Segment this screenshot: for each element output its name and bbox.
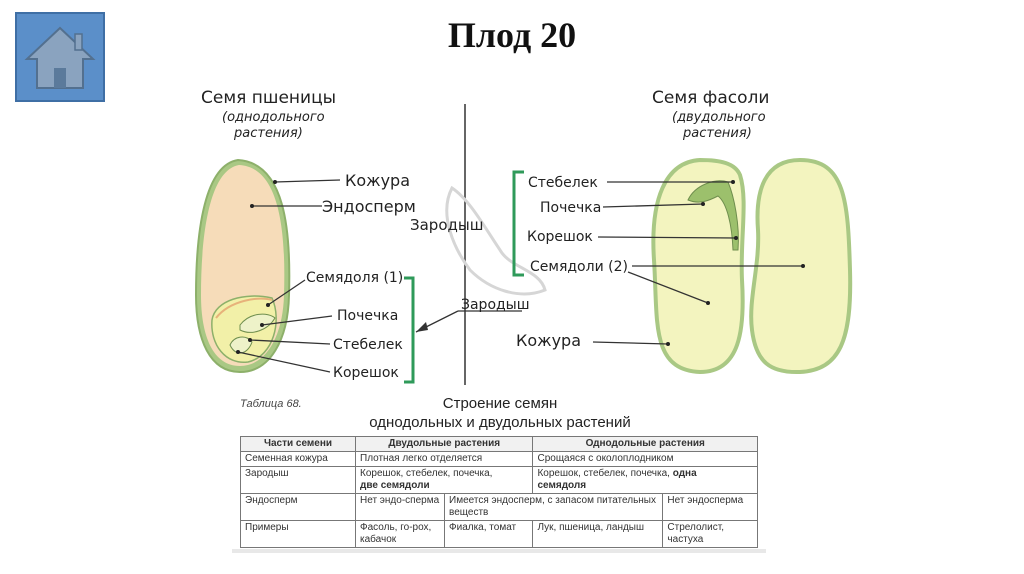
home-icon <box>24 26 96 89</box>
table-cell: Корешок, стебелек, почечка, две семядоли <box>354 466 534 494</box>
table-caption: Таблица 68. <box>240 398 302 410</box>
slide-title: Плод 20 <box>447 15 577 55</box>
table-cell: Зародыш <box>240 466 356 494</box>
bean-label-stem: Стебелек <box>528 175 598 191</box>
table-cell: Эндосперм <box>240 493 356 521</box>
table-row: Зародыш Корешок, стебелек, почечка, две … <box>240 466 758 494</box>
wheat-label-root: Корешок <box>333 365 399 381</box>
bean-subheading-2: растения) <box>682 126 752 141</box>
table-row: Семенная кожура Плотная легко отделяется… <box>240 451 758 467</box>
table-cell-text: одна <box>672 468 697 479</box>
home-button[interactable] <box>15 12 105 102</box>
table-cell: Семенная кожура <box>240 451 356 467</box>
table-cell: Плотная легко отделяется <box>354 451 534 467</box>
wheat-label-coat: Кожура <box>345 171 410 190</box>
wheat-subheading-1: (однодольного <box>222 110 325 125</box>
wheat-bud <box>239 313 276 333</box>
bean-label-bud: Почечка <box>540 200 601 216</box>
table-title: Строение семян однодольных и двудольных … <box>330 394 670 432</box>
seed-structure-table: Части семени Двудольные растения Однодол… <box>240 436 758 548</box>
table-cell-text: семядоля <box>537 480 587 491</box>
table-header-dicot: Двудольные растения <box>354 436 534 452</box>
bean-label-coat: Кожура <box>516 331 581 350</box>
table-header-row: Части семени Двудольные растения Однодол… <box>240 436 758 452</box>
bean-embryo-bracket <box>512 170 524 277</box>
center-label-embryo-top: Зародыш <box>410 216 483 234</box>
table-cell-text: Корешок, стебелек, почечка, <box>360 468 493 479</box>
wheat-label-cotyledon: Семядоля (1) <box>306 270 403 286</box>
table-title-line-2: однодольных и двудольных растений <box>369 414 631 431</box>
table-header-monocot: Однодольные растения <box>532 436 758 452</box>
table-title-line-1: Строение семян <box>442 395 558 412</box>
bean-subheading-1: (двудольного <box>672 110 766 125</box>
table-cell: Имеется эндосперм, с запасом питательных… <box>443 493 664 521</box>
wheat-embryo-bracket <box>404 276 415 384</box>
wheat-label-stem: Стебелек <box>333 337 403 353</box>
table-row: Эндосперм Нет эндо-сперма Имеется эндосп… <box>240 493 758 521</box>
table-cell: Нет эндо-сперма <box>355 493 445 521</box>
table-header-parts: Части семени <box>240 436 356 452</box>
table-row: Примеры Фасоль, го-рох, кабачок Фиалка, … <box>240 520 758 548</box>
wheat-subheading-2: растения) <box>233 126 303 141</box>
table-cell: Примеры <box>240 520 356 548</box>
bean-label-cotyledons: Семядоли (2) <box>530 259 628 275</box>
wheat-scutellum-line <box>215 297 273 319</box>
table-cell: Корешок, стебелек, почечка, одна семядол… <box>532 466 758 494</box>
bean-heading: Семя фасоли <box>652 88 769 108</box>
table-cell: Нет эндосперма <box>662 493 758 521</box>
center-embryo-outline <box>445 185 547 296</box>
center-label-embryo-bottom: Зародыш <box>461 297 530 313</box>
table-cell: Фасоль, го-рох, кабачок <box>355 520 445 548</box>
wheat-label-endosperm: Эндосперм <box>322 197 416 216</box>
table-cell: Фиалка, томат <box>443 520 534 548</box>
table-cell-text: две семядоли <box>360 480 430 491</box>
wheat-heading: Семя пшеницы <box>201 88 336 108</box>
bean-germ <box>687 180 739 251</box>
table-cell: Стрелолист, частуха <box>662 520 758 548</box>
wheat-label-bud: Почечка <box>337 308 398 324</box>
bean-label-root: Корешок <box>527 229 593 245</box>
table-cell: Срощаяся с околоплодником <box>532 451 758 467</box>
table-cell: Лук, пшеница, ландыш <box>532 520 664 548</box>
table-frame-bottom <box>232 549 766 553</box>
table-cell-text: Корешок, стебелек, почечка, <box>537 468 670 479</box>
